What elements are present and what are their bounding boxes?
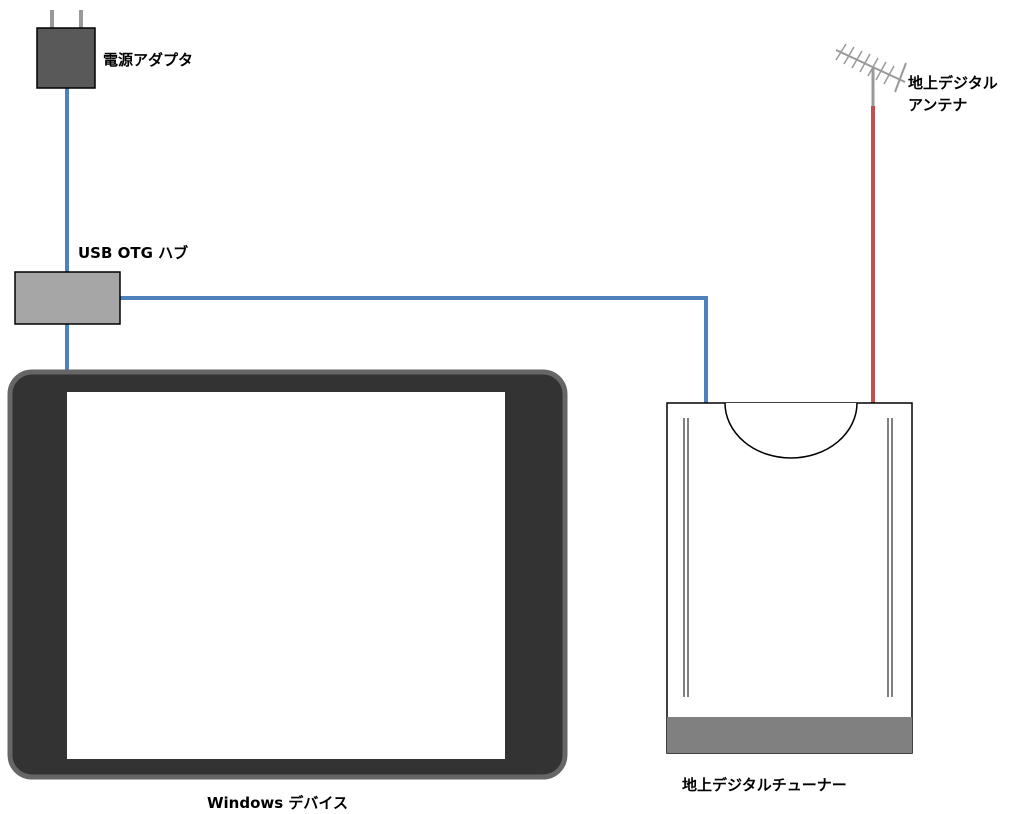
tablet-icon [7, 369, 568, 780]
antenna-icon [835, 43, 907, 106]
antenna-element [867, 57, 879, 77]
cables [65, 88, 875, 403]
adapter-body [36, 27, 96, 89]
antenna-label-line1: 地上デジタル [908, 74, 998, 92]
power-adapter-icon [36, 10, 96, 89]
adapter-prong-left [50, 10, 54, 30]
usb-hub-icon [14, 271, 121, 325]
tuner-slot [724, 402, 858, 459]
power-adapter-label: 電源アダプタ [103, 51, 193, 69]
tuner-label: 地上デジタルチューナー [682, 776, 847, 794]
tuner-base [667, 717, 912, 753]
antenna-element [883, 65, 895, 85]
antenna-element [835, 43, 847, 61]
tuner-icon [666, 402, 913, 754]
antenna-label-line2: アンテナ [908, 96, 967, 114]
tuner-body [666, 402, 913, 754]
adapter-prong-right [79, 10, 83, 30]
usb-hub-label: USB OTG ハブ [78, 244, 188, 262]
antenna-element [859, 53, 871, 73]
usb-cable-hub-to-tuner [120, 296, 708, 403]
tablet-screen [67, 392, 505, 759]
antenna-element [875, 61, 887, 81]
antenna-reflector [894, 62, 907, 93]
antenna-element [851, 50, 863, 69]
windows-device-label: Windows デバイス [207, 794, 348, 812]
antenna-boom [835, 49, 906, 83]
antenna-element [843, 46, 855, 65]
